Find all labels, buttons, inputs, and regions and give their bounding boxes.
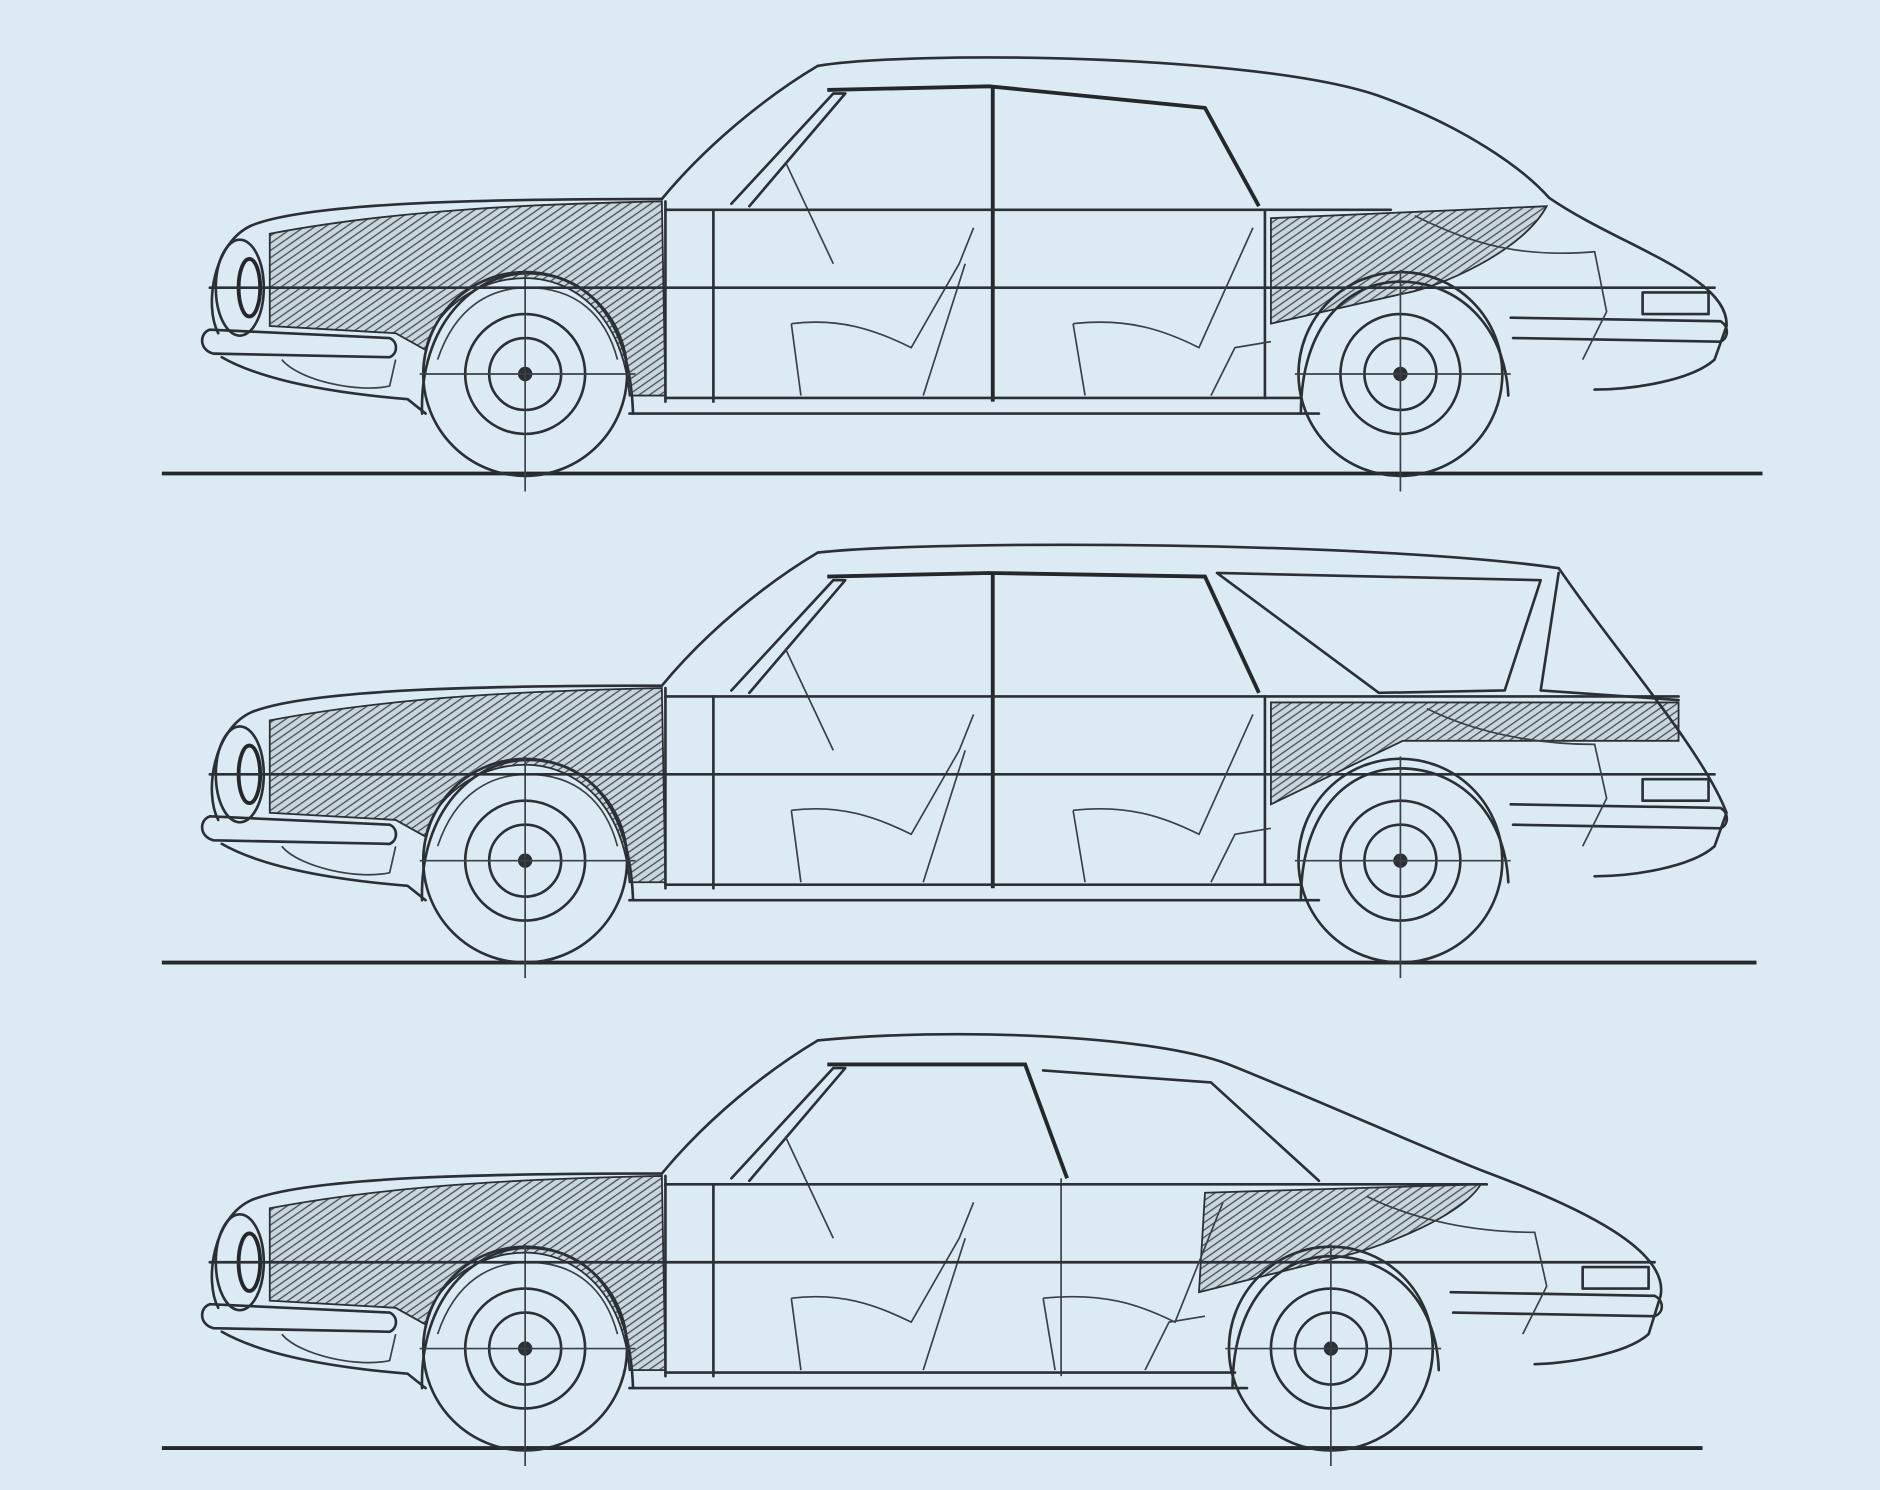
car-drawing-fastback — [161, 56, 1763, 494]
car-drawing-estate — [161, 543, 1757, 981]
car-drawing-coupe — [161, 1032, 1703, 1468]
